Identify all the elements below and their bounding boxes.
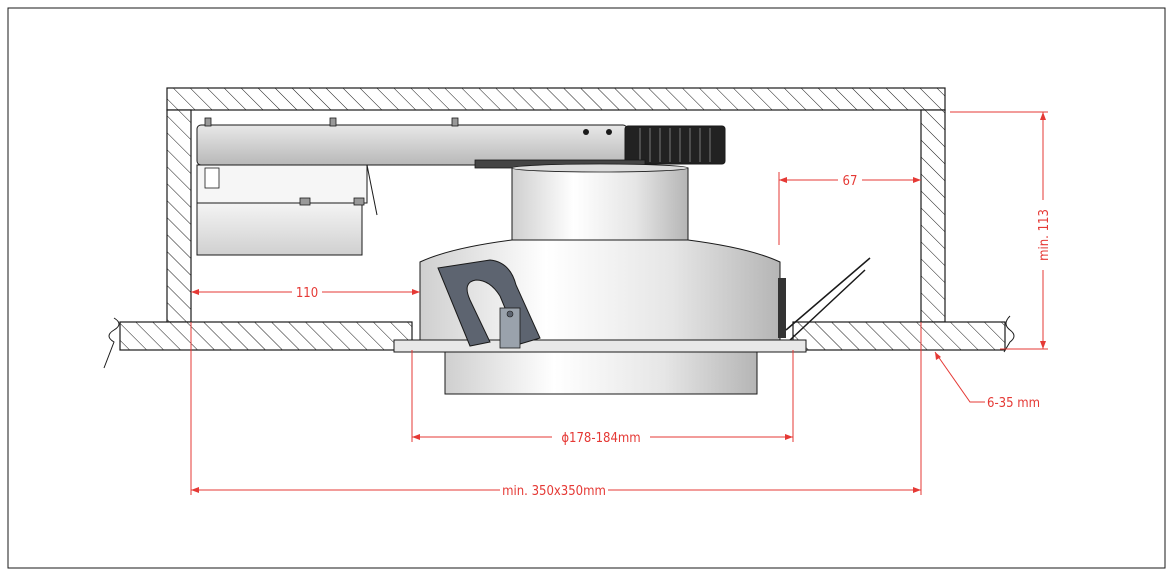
break-line-right	[1003, 315, 1015, 353]
spring-clip-right	[785, 257, 871, 341]
dim-label-min113: min. 113	[1037, 209, 1052, 261]
ceiling-housing	[166, 87, 946, 323]
driver-screw	[299, 197, 311, 206]
lamp-flange	[393, 339, 807, 353]
heatsink	[474, 125, 726, 169]
ceiling-board-right	[792, 321, 1006, 351]
driver-screw	[353, 197, 365, 206]
lamp-body	[393, 163, 871, 395]
driver-bracket-arm	[366, 164, 378, 216]
break-line-left	[103, 317, 120, 369]
driver-box	[196, 202, 363, 256]
lamp-side-clip-base	[778, 278, 786, 338]
driver-top	[196, 164, 368, 204]
lamp-top-rim	[511, 163, 689, 173]
lamp-upper-cylinder	[511, 167, 689, 241]
bar-rivet	[583, 129, 589, 135]
dim-label-diameter: ϕ178-184mm	[561, 431, 640, 446]
page-frame	[7, 7, 1166, 569]
dim-label-ceiling-thickness: 6-35 mm	[987, 396, 1040, 411]
bar-screw	[329, 117, 337, 127]
dim-label-cutout: min. 350x350mm	[502, 484, 606, 499]
clip-pivot	[499, 307, 521, 349]
housing-top-wall	[166, 87, 946, 111]
lamp-reflector	[444, 351, 758, 395]
dim-leader-ceiling	[934, 351, 985, 403]
dim-label-110: 110	[296, 286, 318, 301]
bar-rivet	[606, 129, 612, 135]
driver-bracket	[196, 117, 628, 256]
bar-screw	[451, 117, 459, 127]
bar-screw	[204, 117, 212, 127]
ceiling-board	[103, 315, 1015, 369]
clip-pin	[506, 310, 514, 318]
dimension-arrows	[191, 112, 1046, 493]
mounting-bar	[196, 124, 628, 166]
housing-left-wall	[166, 109, 192, 323]
spring-clip-left	[437, 259, 541, 349]
housing-right-wall	[920, 109, 946, 323]
driver-terminal	[204, 167, 220, 189]
ceiling-board-left	[119, 321, 413, 351]
dim-label-67: 67	[843, 174, 858, 189]
